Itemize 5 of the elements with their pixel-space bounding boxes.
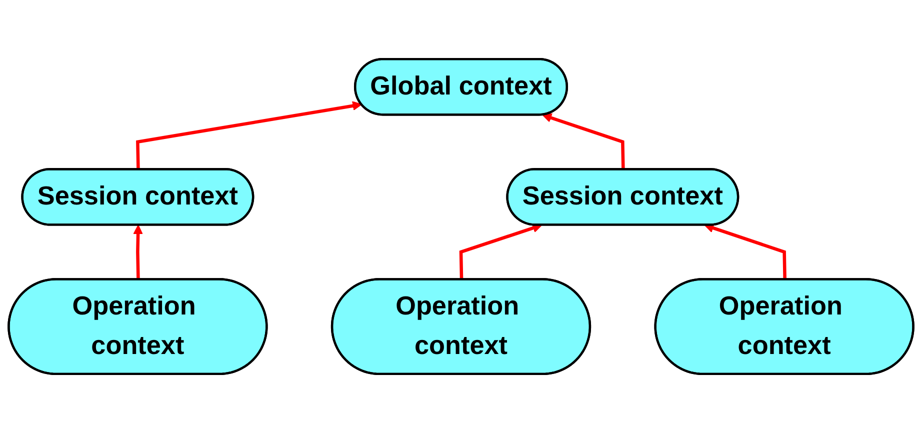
arrow bbox=[136, 101, 362, 170]
arrow bbox=[704, 223, 786, 280]
arrow bbox=[459, 223, 542, 280]
arrow bbox=[542, 113, 625, 170]
arrow bbox=[133, 224, 143, 280]
